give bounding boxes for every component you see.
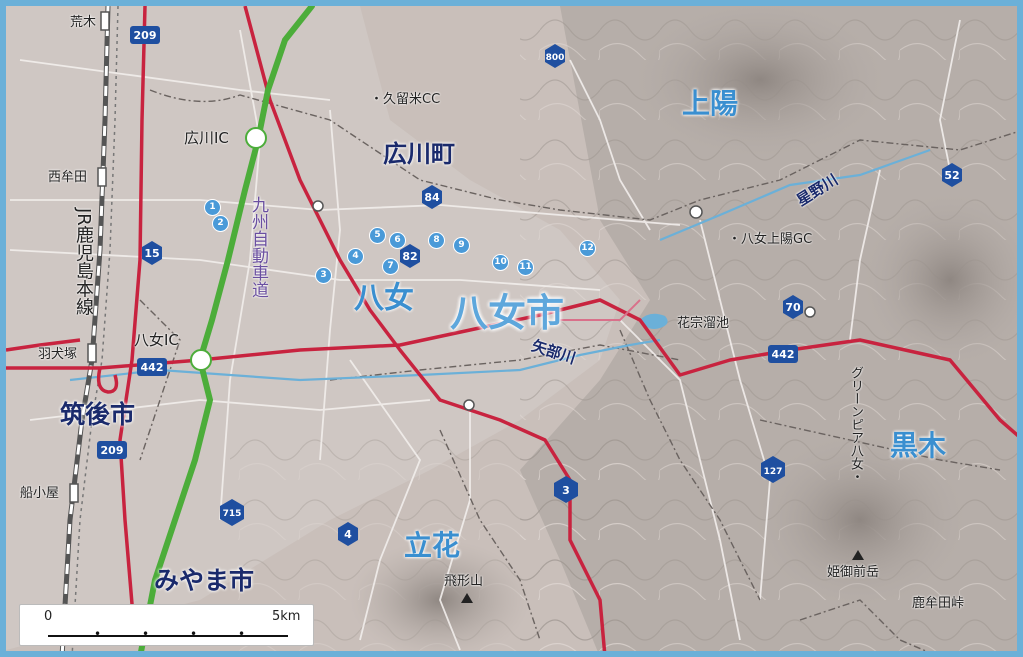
route-800: 800 bbox=[546, 53, 565, 63]
yame-city-label: 八女市 bbox=[450, 291, 565, 335]
funagoya-station-label: 船小屋 bbox=[20, 486, 60, 501]
spot-marker[interactable]: 9 bbox=[453, 237, 470, 254]
himemidake-peak-icon bbox=[852, 550, 864, 560]
spot-marker[interactable]: 6 bbox=[389, 232, 406, 249]
spot-marker[interactable]: 5 bbox=[369, 227, 386, 244]
route-82: 82 bbox=[402, 250, 417, 263]
scale-five-label: 5km bbox=[272, 609, 301, 624]
hirokawa-ic-marker[interactable] bbox=[245, 127, 267, 149]
national-roads bbox=[5, 5, 1023, 657]
mountain-shade bbox=[750, 430, 970, 610]
scale-line bbox=[48, 635, 288, 637]
spot-marker[interactable]: 10 bbox=[492, 254, 509, 271]
tobikatayama-label: 飛形山 bbox=[444, 574, 484, 589]
kasotameike-pond bbox=[640, 313, 668, 329]
route-52: 52 bbox=[944, 169, 959, 182]
plain-area bbox=[6, 6, 620, 650]
route-shield-labels: 209 209 800 84 82 15 442 442 52 70 127 3… bbox=[101, 29, 960, 541]
yabe-river bbox=[69, 338, 661, 382]
boundaries bbox=[139, 89, 1023, 657]
kurogi-district-label: 黒木 bbox=[890, 429, 947, 462]
kamutatoge-label: 鹿牟田峠 bbox=[912, 596, 965, 611]
rivers bbox=[69, 148, 931, 382]
kyushu-expressway-label: 九州自動車道 bbox=[248, 196, 268, 298]
route-3: 3 bbox=[562, 484, 570, 497]
kagoshima-line-label: JR鹿児島本線 bbox=[73, 208, 94, 316]
scale-tick: • bbox=[94, 627, 102, 641]
nishimuta-station-label: 西牟田 bbox=[48, 170, 88, 185]
spot-marker[interactable]: 12 bbox=[579, 240, 596, 257]
route-70: 70 bbox=[785, 301, 801, 314]
yame-ic-label: 八女IC bbox=[134, 331, 179, 349]
route-209-north: 209 bbox=[134, 29, 157, 42]
araki-station-label: 荒木 bbox=[70, 15, 97, 30]
route-715: 715 bbox=[223, 509, 242, 519]
poi-markers bbox=[312, 200, 816, 411]
spot-marker[interactable]: 1 bbox=[204, 199, 221, 216]
station-markers bbox=[69, 11, 110, 503]
route-127: 127 bbox=[764, 467, 783, 477]
route-shields bbox=[97, 26, 962, 546]
mountain-shade bbox=[860, 190, 1023, 370]
local-roads bbox=[9, 19, 961, 651]
spot-marker[interactable]: 4 bbox=[347, 248, 364, 265]
national-roads-thin bbox=[560, 299, 641, 321]
miyama-city-label: みやま市 bbox=[154, 566, 255, 595]
scale-zero-label: 0 bbox=[44, 609, 53, 624]
kasotameike-label: 花宗溜池 bbox=[677, 316, 730, 331]
scale-tick: • bbox=[142, 627, 150, 641]
hainuzuka-station-label: 羽犬塚 bbox=[38, 347, 78, 362]
chikugo-city-label: 筑後市 bbox=[60, 400, 136, 429]
route-442-east: 442 bbox=[772, 348, 795, 361]
scale-bar: 0 5km • • • • bbox=[19, 604, 314, 646]
tachibana-district-label: 立花 bbox=[404, 529, 461, 562]
spot-marker[interactable]: 7 bbox=[382, 258, 399, 275]
hirokawa-town-label: 広川町 bbox=[383, 139, 455, 168]
kyushu-expressway bbox=[137, 3, 315, 657]
tobikatayama-peak-icon bbox=[461, 593, 473, 603]
yame-district-label: 八女 bbox=[354, 281, 414, 316]
yame-joyo-gc-label: ・八女上陽GC bbox=[728, 232, 813, 247]
route-4: 4 bbox=[344, 528, 352, 541]
greenpia-label: グリーンピア八女・ bbox=[848, 366, 863, 483]
scale-tick: • bbox=[238, 627, 246, 641]
mountain-shade bbox=[630, 0, 890, 160]
joyo-district-label: 上陽 bbox=[682, 87, 739, 120]
spot-marker[interactable]: 8 bbox=[428, 232, 445, 249]
himemidake-label: 姫御前岳 bbox=[827, 565, 880, 580]
route-442-west: 442 bbox=[141, 361, 164, 374]
yame-ic-marker[interactable] bbox=[190, 349, 212, 371]
route-15: 15 bbox=[144, 247, 159, 260]
spot-marker[interactable]: 3 bbox=[315, 267, 332, 284]
spot-marker[interactable]: 11 bbox=[517, 259, 534, 276]
kurume-cc-label: ・久留米CC bbox=[370, 92, 441, 107]
hoshino-river bbox=[659, 148, 931, 242]
route-84: 84 bbox=[424, 191, 440, 204]
hirokawa-ic-label: 広川IC bbox=[184, 129, 229, 147]
spot-marker[interactable]: 2 bbox=[212, 215, 229, 232]
route-209-south: 209 bbox=[101, 444, 124, 457]
scale-tick: • bbox=[190, 627, 198, 641]
